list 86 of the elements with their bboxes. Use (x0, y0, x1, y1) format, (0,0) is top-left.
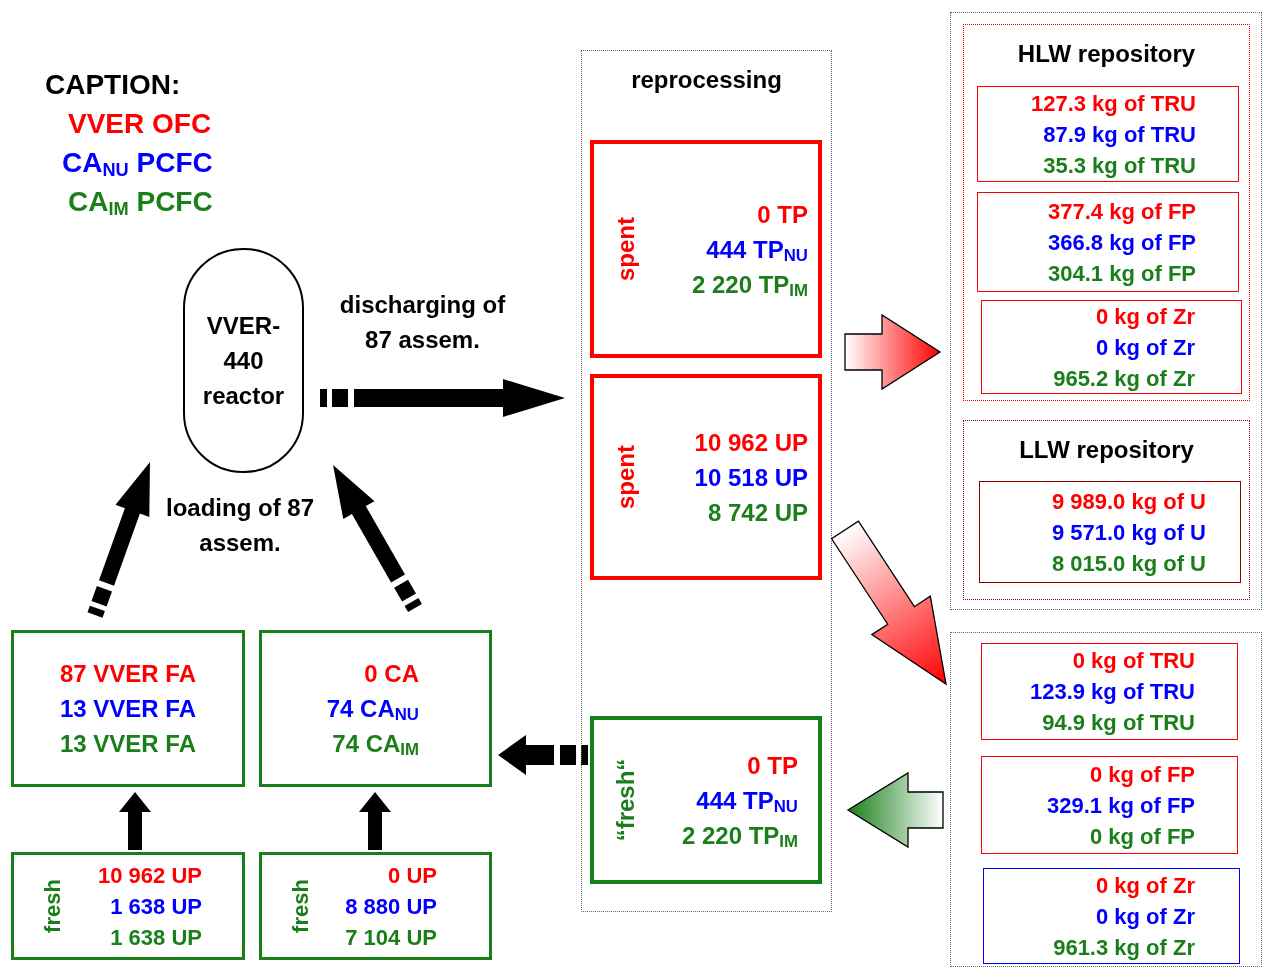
reactor-capsule (183, 248, 304, 473)
value-text: 366.8 kg of FP (1048, 228, 1196, 257)
dotted-frame (963, 24, 1250, 401)
frame-heading: reprocessing (631, 65, 782, 95)
value-text: 961.3 kg of Zr (1053, 933, 1195, 962)
dotted-frame (963, 420, 1250, 600)
edge-label: discharging of 87 assem. (338, 290, 507, 355)
reactor-label: VVER-440 reactor (201, 311, 286, 411)
side-label: fresh (290, 879, 312, 933)
value-text: 0 kg of FP (1089, 822, 1195, 851)
data-box (977, 192, 1239, 292)
value-text: 87 VVER FA (59, 659, 197, 689)
value-text: 94.9 kg of TRU (1042, 709, 1195, 737)
data-box (11, 630, 245, 787)
side-label: “fresh“ (614, 758, 638, 842)
value-text: 9 571.0 kg of U (1051, 518, 1206, 547)
value-text: 1 638 UP (110, 923, 202, 952)
data-box (590, 716, 822, 884)
data-box (11, 852, 245, 960)
block-arrow (830, 520, 947, 686)
data-box (590, 374, 822, 580)
block-arrow (844, 313, 942, 391)
legend-entry: CA$_{NU}$ PCFC (62, 146, 213, 180)
block-arrow (359, 792, 391, 850)
frame-heading: HLW repository (1017, 39, 1196, 69)
block-arrow (846, 771, 944, 849)
value-text: 0 UP (388, 861, 437, 890)
data-box (259, 630, 492, 787)
value-text: 87.9 kg of TRU (1043, 120, 1196, 149)
data-box (981, 300, 1242, 394)
value-text: 304.1 kg of FP (1048, 259, 1196, 288)
value-text: 0 kg of TRU (1072, 647, 1195, 675)
side-label: fresh (42, 879, 64, 933)
value-text: 10 518 UP (694, 462, 808, 493)
value-text: 0 CA (364, 659, 419, 689)
value-text: 74 CA$_{IM}$ (332, 729, 419, 761)
side-label: spent (614, 217, 638, 281)
value-text: 444 TP$_{NU}$ (706, 234, 808, 267)
value-text: 1 638 UP (110, 892, 202, 921)
value-text: 444 TP$_{NU}$ (696, 785, 798, 818)
block-arrow (498, 735, 588, 775)
legend-entry: VVER OFC (68, 107, 212, 141)
data-box (979, 481, 1241, 583)
value-text: 0 TP (757, 199, 808, 230)
data-box (981, 756, 1238, 854)
value-text: 2 220 TP$_{IM}$ (681, 820, 798, 853)
value-text: 127.3 kg of TRU (1030, 89, 1196, 118)
dotted-frame (950, 12, 1262, 610)
value-text: 10 962 UP (98, 861, 202, 890)
value-text: 0 kg of FP (1089, 760, 1195, 789)
data-box (977, 86, 1239, 182)
value-text: 0 kg of Zr (1096, 871, 1195, 900)
value-text: 9 989.0 kg of U (1051, 487, 1206, 516)
value-text: 7 104 UP (345, 923, 437, 952)
data-box (981, 643, 1238, 740)
flow-note: loading of 87 assem. (165, 493, 315, 558)
value-text: 8 742 UP (707, 497, 808, 528)
value-text: 8 015.0 kg of U (1051, 549, 1206, 578)
side-label: spent (614, 445, 638, 509)
data-box (590, 140, 822, 358)
value-text: 10 962 UP (694, 427, 808, 458)
value-text: 377.4 kg of FP (1048, 197, 1196, 226)
block-arrow (87, 462, 150, 618)
dotted-frame (950, 632, 1262, 967)
value-text: 329.1 kg of FP (1047, 791, 1195, 820)
block-arrow (320, 379, 565, 417)
value-text: 0 TP (747, 750, 798, 781)
value-text: 0 kg of Zr (1096, 302, 1195, 331)
data-box (983, 868, 1240, 964)
block-arrow (119, 792, 151, 850)
frame-heading: LLW repository (1019, 435, 1194, 465)
value-text: 8 880 UP (345, 892, 437, 921)
data-box (259, 852, 492, 960)
value-text: 74 CA$_{NU}$ (326, 694, 419, 726)
legend-entry: CA$_{IM}$ PCFC (68, 185, 213, 219)
value-text: 0 kg of Zr (1096, 902, 1195, 931)
dotted-frame (581, 50, 832, 912)
block-arrow (333, 465, 422, 612)
value-text: 123.9 kg of TRU (1029, 678, 1195, 706)
value-text: 0 kg of Zr (1096, 333, 1195, 362)
value-text: 13 VVER FA (59, 729, 197, 759)
value-text: 13 VVER FA (59, 694, 197, 724)
value-text: 965.2 kg of Zr (1053, 364, 1195, 393)
value-text: 35.3 kg of TRU (1043, 151, 1196, 180)
value-text: 2 220 TP$_{IM}$ (691, 269, 808, 302)
legend-title: CAPTION: (45, 68, 181, 102)
